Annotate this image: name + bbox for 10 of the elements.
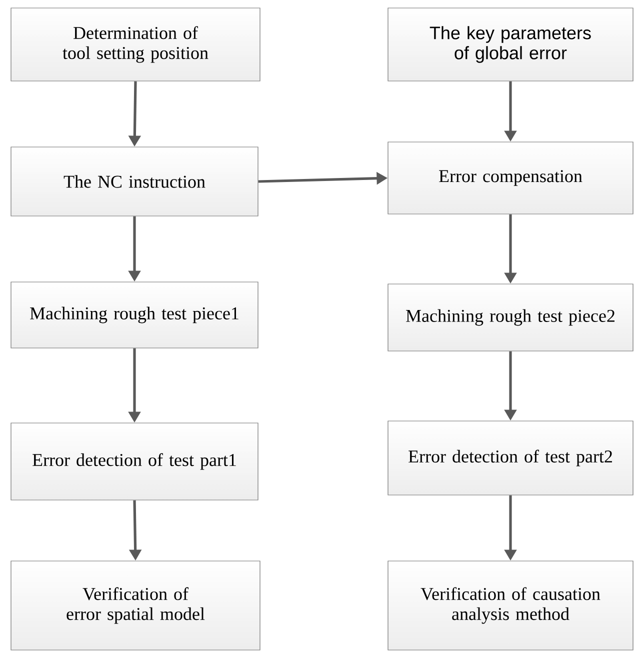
process-box: Machining rough test piece1 [10,282,258,348]
process-box: Machining rough test piece2 [388,284,634,352]
process-box: Verification of error spatial model [10,560,260,650]
process-box: Determination of tool setting position [10,8,260,82]
process-box: Error compensation [388,142,634,214]
process-box: The NC instruction [10,146,258,216]
process-box: Verification of causation analysis method [388,560,634,650]
process-box: Error detection of test part2 [388,420,634,496]
process-box: The key parameters of global error [388,8,634,82]
process-box: Error detection of test part1 [10,422,258,500]
